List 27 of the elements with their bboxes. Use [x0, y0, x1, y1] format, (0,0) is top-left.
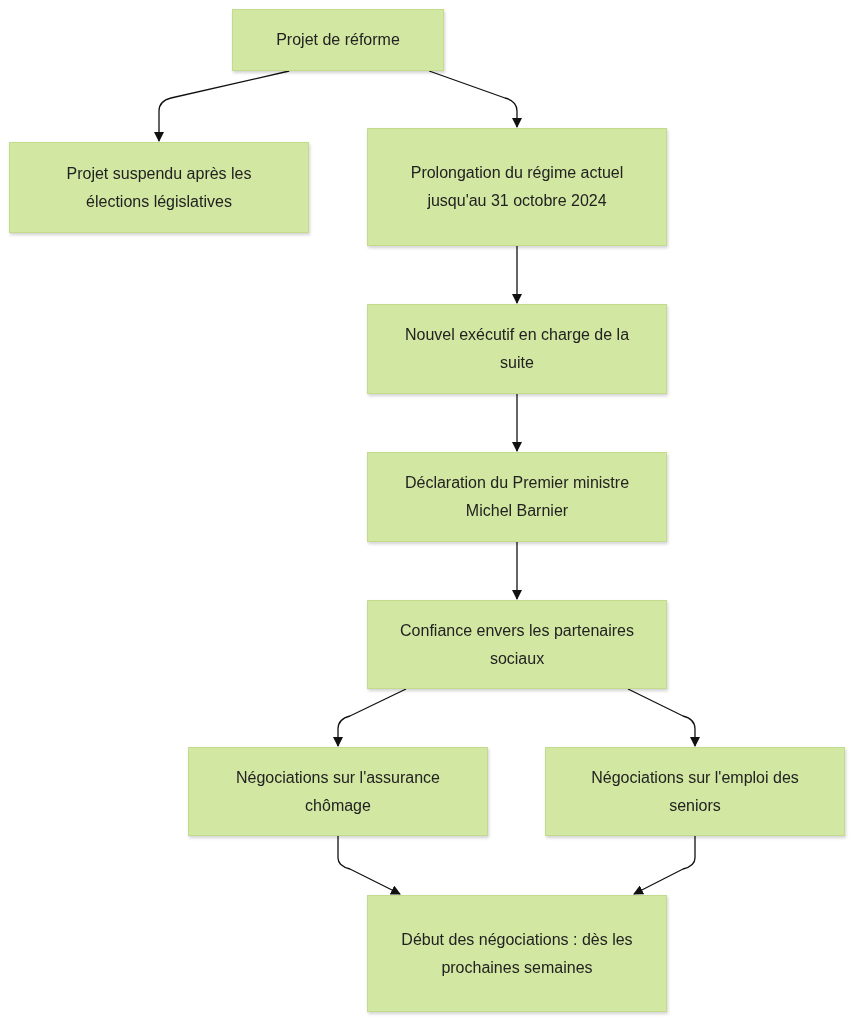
box-label: Négociations sur l'emploi des seniors	[590, 767, 800, 816]
process-box	[367, 128, 667, 246]
arrow	[333, 688, 407, 747]
arrow	[633, 835, 696, 895]
arrow	[337, 835, 401, 895]
box-label: Déclaration du Premier ministre Michel Barnier	[403, 473, 631, 521]
process-box	[545, 747, 845, 836]
arrow	[154, 70, 290, 142]
box-label: Confiance envers les partenaires sociaux	[399, 620, 635, 669]
arrow	[512, 245, 522, 304]
process-box	[188, 747, 488, 836]
box-label: Projet suspendu après les élections législatives	[65, 163, 253, 212]
arrow	[627, 688, 700, 747]
process-box	[367, 452, 667, 542]
box-label: Début des négociations : dès les prochaines semaines	[400, 929, 634, 978]
process-box	[9, 142, 309, 233]
box-label: Nouvel exécutif en charge de la suite	[403, 325, 631, 373]
box-label: Prolongation du régime actuel jusqu'au 31 octobre 2024	[409, 163, 625, 211]
process-box	[367, 600, 667, 689]
process-box	[367, 895, 667, 1012]
process-box	[232, 9, 444, 71]
box-label: Négociations sur l'assurance chômage	[234, 767, 441, 816]
arrow	[428, 70, 522, 128]
arrow	[512, 393, 522, 452]
box-label: Projet de réforme	[276, 30, 400, 50]
arrow	[512, 541, 522, 600]
process-box	[367, 304, 667, 394]
